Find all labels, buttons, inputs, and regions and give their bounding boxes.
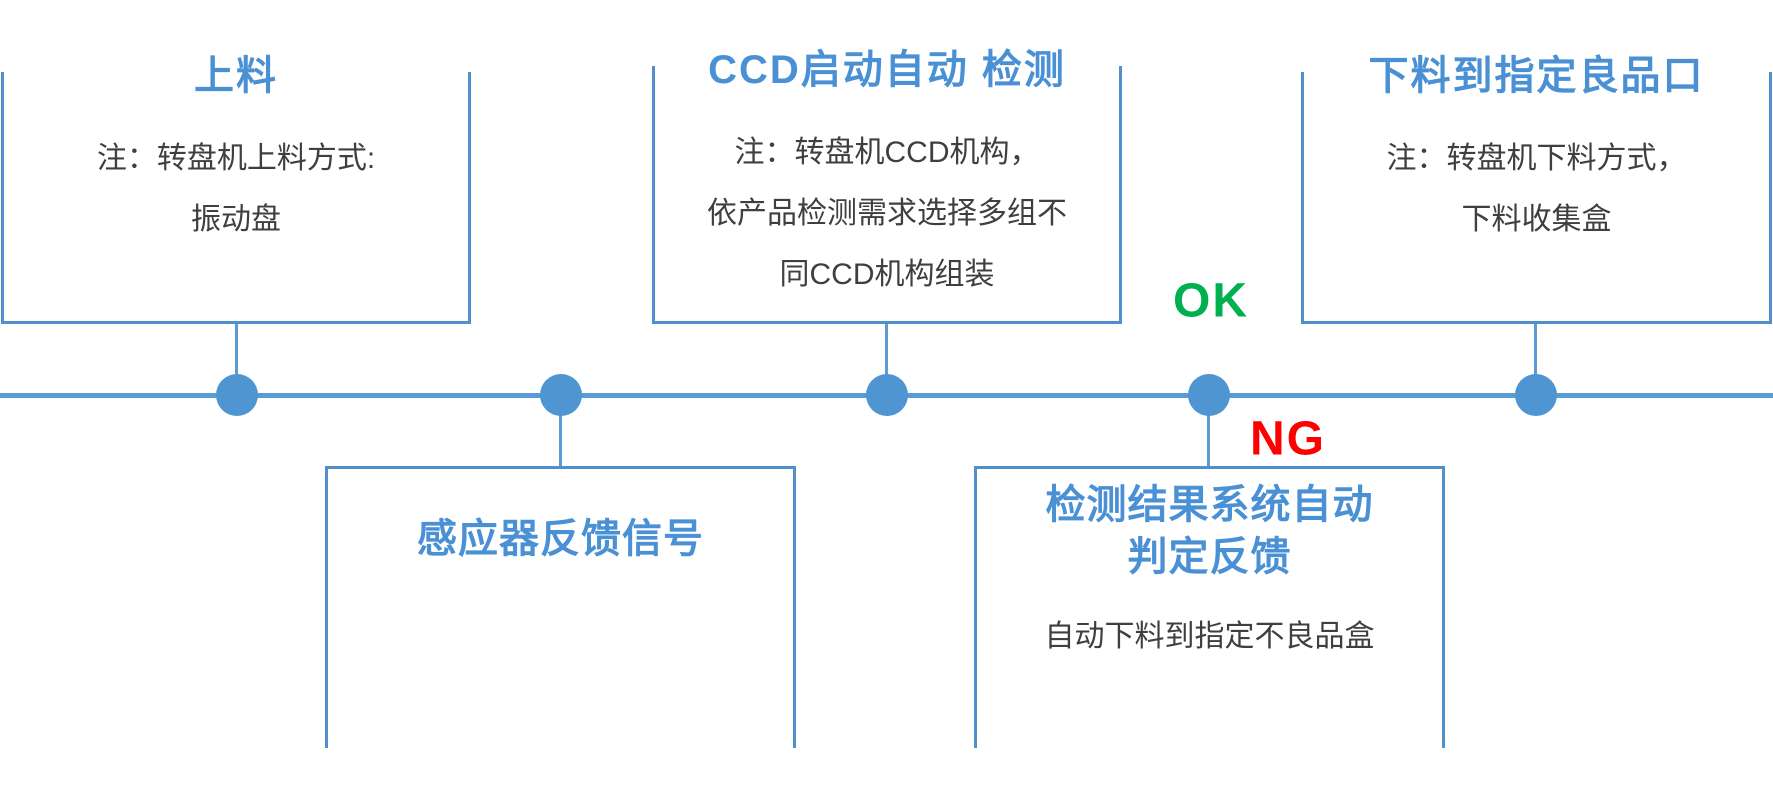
step-notes: 注：转盘机下料方式， 下料收集盒 <box>1304 72 1769 250</box>
note-line: 注：转盘机上料方式: <box>96 142 376 175</box>
step-box-ccd-inspection: CCD启动自动 检测 注：转盘机CCD机构， 依产品检测需求选择多组不 同CCD… <box>652 49 1122 324</box>
title-line: 判定反馈 <box>1127 535 1292 579</box>
connector-result-judgement <box>1207 395 1210 466</box>
note-line: 同CCD机构组装 <box>779 258 995 291</box>
timeline-dot-5 <box>1515 374 1557 416</box>
note-line: 注：转盘机CCD机构， <box>734 136 1040 169</box>
step-box-loading: 上料 注：转盘机上料方式: 振动盘 <box>1 55 471 324</box>
step-box-unloading-good: 下料到指定良品口 注：转盘机下料方式， 下料收集盒 <box>1301 55 1772 324</box>
note-line: 自动下料到指定不良品盒 <box>1044 620 1375 653</box>
step-box-sensor-feedback: 感应器反馈信号 <box>325 466 796 748</box>
step-box-result-judgement: 检测结果系统自动 判定反馈 自动下料到指定不良品盒 <box>974 466 1445 748</box>
timeline-dot-4 <box>1188 374 1230 416</box>
note-line: 依产品检测需求选择多组不 <box>707 197 1067 230</box>
note-line: 下料收集盒 <box>1461 203 1612 236</box>
timeline-dot-1 <box>216 374 258 416</box>
connector-loading <box>235 324 238 395</box>
step-notes: 注：转盘机CCD机构， 依产品检测需求选择多组不 同CCD机构组装 <box>655 66 1119 305</box>
connector-ccd-inspection <box>885 324 888 395</box>
timeline-dot-3 <box>866 374 908 416</box>
step-title: 下料到指定良品口 <box>1368 54 1705 98</box>
note-line: 振动盘 <box>191 203 281 236</box>
step-title: 检测结果系统自动 判定反馈 <box>977 469 1442 583</box>
note-line: 注：转盘机下料方式， <box>1386 142 1687 175</box>
timeline-dot-2 <box>540 374 582 416</box>
connector-sensor-feedback <box>559 395 562 466</box>
step-title: 感应器反馈信号 <box>417 517 704 561</box>
title-line: 检测结果系统自动 <box>1045 483 1374 527</box>
ng-label: NG <box>1250 412 1326 466</box>
step-title: CCD启动自动 检测 <box>708 48 1066 92</box>
ok-label: OK <box>1173 274 1249 328</box>
step-title: 上料 <box>194 54 278 98</box>
step-notes: 注：转盘机上料方式: 振动盘 <box>4 72 468 250</box>
connector-unloading-good <box>1534 324 1537 395</box>
